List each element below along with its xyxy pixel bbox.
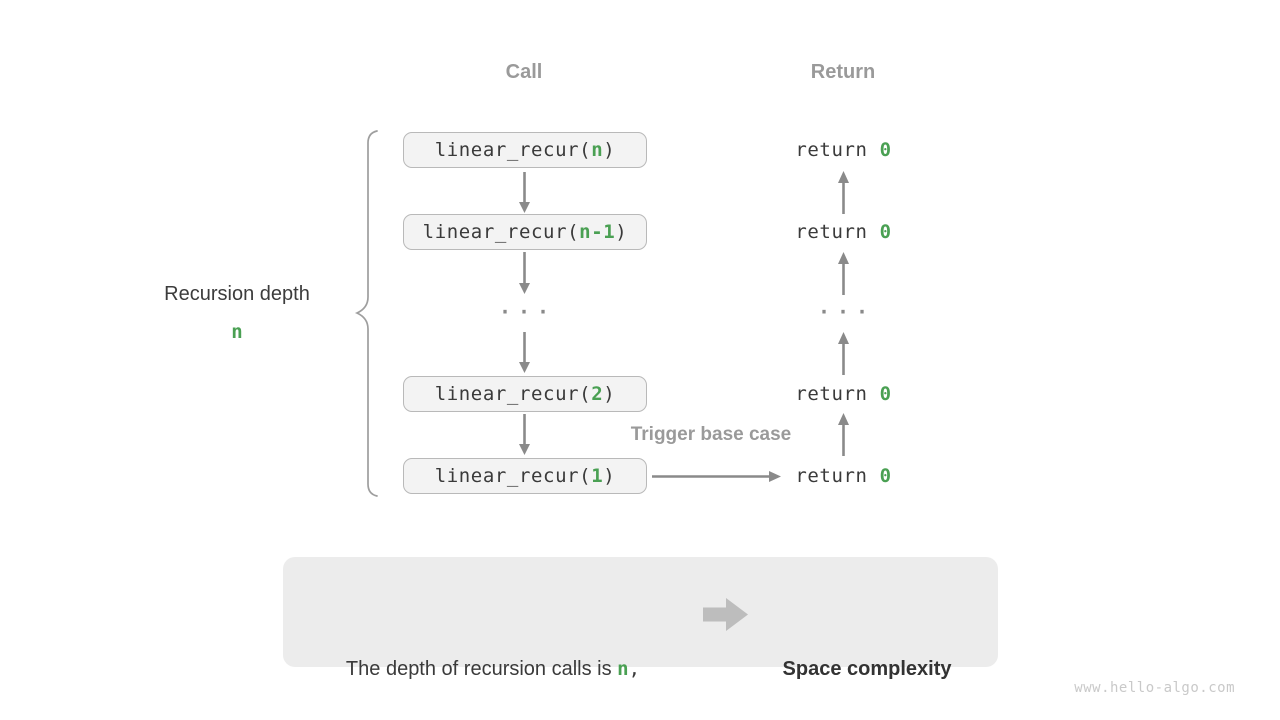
return-arrow-up-icon	[838, 413, 849, 456]
return-value: 0	[879, 221, 892, 243]
code-arg: 2	[591, 383, 604, 405]
code-text: )	[603, 465, 616, 487]
code-arg: 1	[591, 465, 604, 487]
call-arrow-down-icon	[519, 332, 530, 373]
code-text: )	[603, 383, 616, 405]
site-watermark: www.hello-algo.com	[1074, 680, 1235, 696]
complexity-result: Space complexity Linear O(n)	[754, 574, 980, 720]
summary-text: The depth of recursion calls is n, using…	[297, 574, 689, 720]
return-value: 0	[879, 465, 892, 487]
summary-text-part: ,	[628, 658, 641, 680]
code-text: linear_recur(	[422, 221, 580, 243]
code-text: )	[615, 221, 628, 243]
code-text: linear_recur(	[434, 465, 592, 487]
code-text: linear_recur(	[434, 139, 592, 161]
summary-line-1: The depth of recursion calls is n,	[297, 650, 689, 688]
code-arg: n-1	[579, 221, 616, 243]
call-column-header: Call	[505, 61, 543, 83]
return-value: 0	[879, 139, 892, 161]
code-text: return	[795, 221, 880, 243]
call-ellipsis: ···	[498, 300, 557, 324]
call-frame-n-1: linear_recur(n-1)	[403, 214, 647, 250]
code-text: return	[795, 383, 880, 405]
return-arrow-up-icon	[838, 332, 849, 375]
summary-var-n: n	[617, 658, 629, 680]
summary-panel	[283, 557, 998, 667]
return-column-header: Return	[810, 61, 876, 83]
return-arrow-up-icon	[838, 171, 849, 214]
call-arrow-down-icon	[519, 172, 530, 213]
recursion-depth-value: n	[231, 321, 243, 343]
return-value: 0	[879, 383, 892, 405]
return-arrow-up-icon	[838, 252, 849, 295]
call-arrow-down-icon	[519, 414, 530, 455]
code-text: return	[795, 139, 880, 161]
code-text: linear_recur(	[434, 383, 592, 405]
recursion-depth-label: Recursion depth	[164, 283, 310, 305]
return-row: return 0	[783, 381, 904, 407]
call-arrow-down-icon	[519, 252, 530, 294]
code-text: return	[795, 465, 880, 487]
return-row: return 0	[783, 463, 904, 489]
call-frame-1: linear_recur(1)	[403, 458, 647, 494]
code-arg: n	[591, 139, 604, 161]
code-text: )	[603, 139, 616, 161]
return-row: return 0	[783, 137, 904, 163]
base-case-arrow-right-icon	[652, 471, 781, 482]
trigger-base-case-label: Trigger base case	[630, 424, 792, 445]
return-ellipsis: ···	[817, 300, 876, 324]
return-row: return 0	[783, 219, 904, 245]
call-frame-n: linear_recur(n)	[403, 132, 647, 168]
call-frame-2: linear_recur(2)	[403, 376, 647, 412]
summary-text-part: The depth of recursion calls is	[345, 658, 618, 680]
space-complexity-title: Space complexity	[782, 658, 952, 680]
